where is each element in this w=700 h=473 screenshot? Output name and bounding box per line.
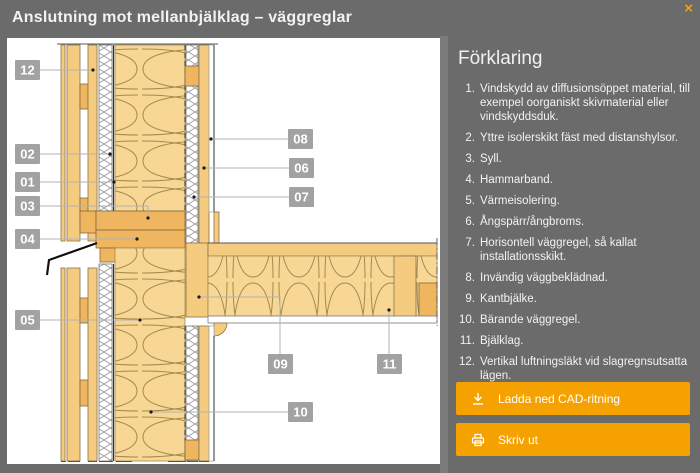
title-bar: Anslutning mot mellanbjälklag – väggregl… — [0, 0, 700, 36]
callout-04: 04 — [15, 229, 139, 249]
callout-07: 07 — [192, 187, 314, 207]
callout-06: 06 — [202, 158, 314, 178]
svg-text:05: 05 — [20, 313, 34, 328]
floor-structure — [185, 211, 438, 337]
legend-item-8: 8.Invändig väggbeklädnad. — [465, 272, 608, 284]
print-button[interactable]: Skriv ut — [456, 423, 690, 456]
svg-text:03: 03 — [20, 199, 34, 214]
svg-text:11: 11 — [383, 357, 397, 372]
download-icon — [473, 392, 483, 405]
legend-list: 1.Vindskydd av diffusionsöppet material,… — [458, 82, 690, 383]
legend-item-6: 6.Ångspärr/ångbroms. — [465, 216, 585, 228]
callout-10: 10 — [149, 402, 313, 422]
legend-item-11: 11.Bjälklag. — [459, 335, 524, 347]
diagram-canvas: 12 02 01 03 04 — [7, 38, 440, 464]
legend-item-7: 7.Horisontell väggregel, så kallat insta… — [465, 237, 637, 263]
legend-item-4: 4.Hammarband. — [465, 174, 553, 186]
legend-item-10: 10.Bärande väggregel. — [459, 314, 581, 326]
callout-12: 12 — [15, 60, 95, 80]
download-cad-button[interactable]: Ladda ned CAD-ritning — [456, 382, 690, 415]
callout-08: 08 — [209, 129, 313, 149]
legend-item-12: 12.Vertikal luftningsläkt vid slagregnsu… — [459, 356, 688, 382]
legend-panel: Förklaring 1.Vindskydd av diffusionsöppe… — [448, 36, 700, 473]
callout-02: 02 — [15, 144, 112, 164]
page-title: Anslutning mot mellanbjälklag – väggregl… — [12, 9, 353, 26]
legend-heading: Förklaring — [458, 48, 543, 69]
lower-wall-section — [60, 247, 215, 462]
legend-item-5: 5.Värmeisolering. — [465, 195, 560, 207]
callout-01: 01 — [15, 172, 116, 192]
printer-icon — [471, 433, 485, 446]
callout-11: 11 — [377, 308, 402, 374]
flashing-drip-edge — [45, 241, 98, 276]
close-icon[interactable]: × — [684, 0, 693, 17]
svg-text:12: 12 — [20, 63, 34, 78]
svg-text:01: 01 — [20, 175, 34, 190]
callout-09: 09 — [197, 295, 293, 374]
legend-item-9: 9.Kantbjälke. — [465, 293, 537, 305]
svg-text:08: 08 — [293, 132, 307, 147]
svg-text:02: 02 — [20, 147, 34, 162]
panel-divider — [440, 36, 448, 473]
legend-item-1: 1.Vindskydd av diffusionsöppet material,… — [465, 83, 690, 123]
svg-text:06: 06 — [294, 161, 308, 176]
construction-detail-drawing: 12 02 01 03 04 — [7, 38, 440, 464]
svg-text:04: 04 — [20, 232, 35, 247]
floor-junction — [45, 210, 186, 276]
svg-text:10: 10 — [293, 405, 307, 420]
callout-03: 03 — [15, 196, 150, 220]
legend-item-3: 3.Syll. — [465, 153, 502, 165]
action-buttons: Ladda ned CAD-ritning Skriv ut — [456, 382, 690, 464]
callout-05: 05 — [15, 310, 142, 330]
upper-wall-section — [57, 43, 218, 244]
legend-item-2: 2.Yttre isolerskikt fäst med distanshyls… — [465, 132, 679, 144]
svg-text:07: 07 — [294, 190, 308, 205]
svg-text:09: 09 — [273, 357, 287, 372]
